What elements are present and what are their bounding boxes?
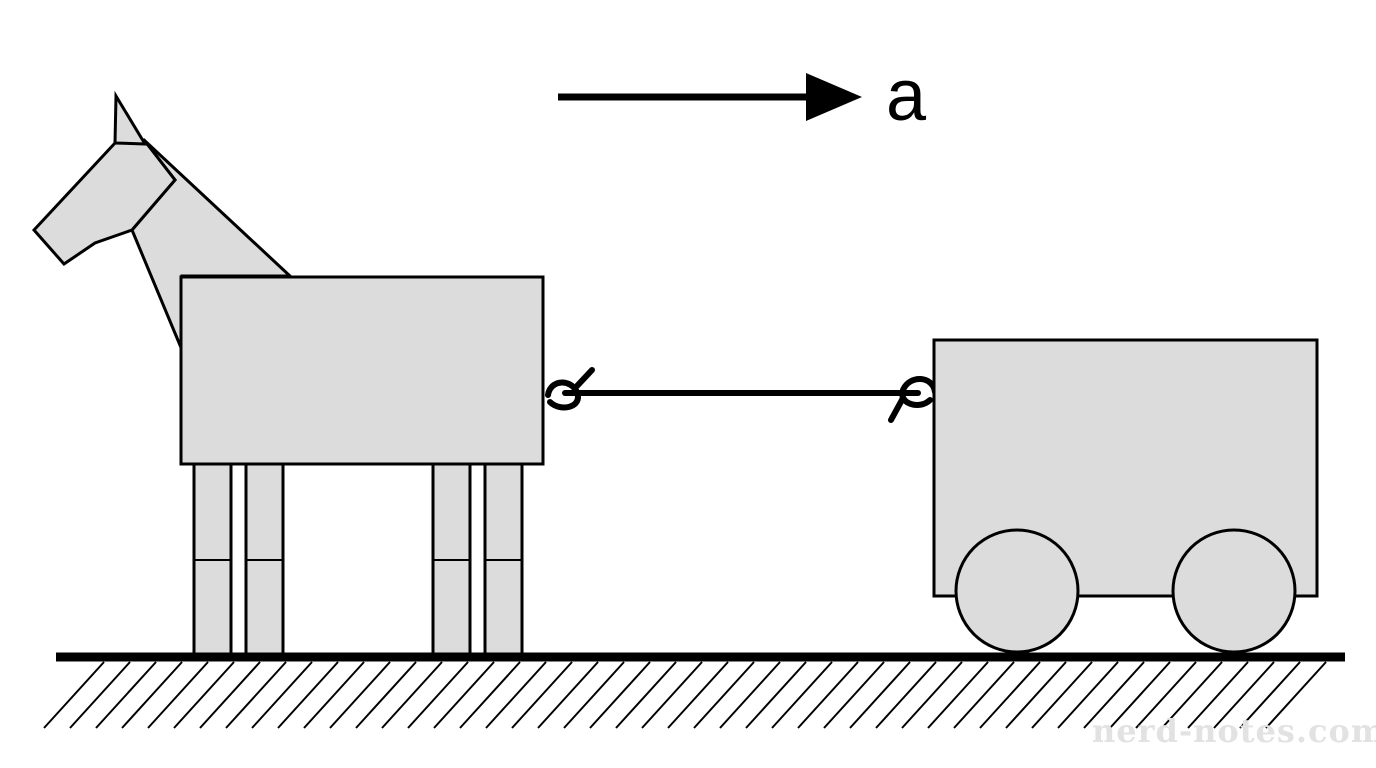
hatch-mark — [1213, 661, 1275, 729]
hatch-mark — [693, 661, 755, 729]
horse-head — [31, 138, 177, 266]
hatch-mark — [797, 661, 859, 729]
hatch-mark — [43, 661, 105, 729]
cart-wheel-back — [1171, 528, 1297, 654]
hatch-mark — [875, 661, 937, 729]
rope-knot-cart-tail — [888, 395, 906, 423]
hatch-mark — [641, 661, 703, 729]
hatch-mark — [251, 661, 313, 729]
rope-knot-horse-tail — [574, 367, 595, 389]
hatch-mark — [511, 661, 573, 729]
hatch-mark — [1031, 661, 1093, 729]
hatch-mark — [355, 661, 417, 729]
hatch-mark — [979, 661, 1041, 729]
hatch-mark — [381, 661, 443, 729]
rope — [545, 367, 938, 423]
hatch-mark — [1135, 661, 1197, 729]
horse-legs — [192, 462, 524, 658]
hatch-mark — [407, 661, 469, 729]
horse-ear — [113, 90, 148, 146]
hatch-mark — [1109, 661, 1171, 729]
hatch-mark — [95, 661, 157, 729]
hatch-mark — [667, 661, 729, 729]
acceleration-label: a — [886, 56, 927, 136]
hatch-mark — [459, 661, 521, 729]
ground-hatching — [43, 661, 1327, 729]
hatch-mark — [1083, 661, 1145, 729]
hatch-mark — [147, 661, 209, 729]
hatch-mark — [277, 661, 339, 729]
acceleration-arrow — [558, 73, 862, 121]
ground — [43, 652, 1345, 729]
hatch-mark — [1265, 661, 1327, 729]
hatch-mark — [1161, 661, 1223, 729]
hatch-mark — [537, 661, 599, 729]
hatch-mark — [225, 661, 287, 729]
hatch-mark — [1005, 661, 1067, 729]
hatch-mark — [1057, 661, 1119, 729]
hatch-mark — [719, 661, 781, 729]
cart — [932, 338, 1319, 654]
hatch-mark — [173, 661, 235, 729]
horse-body — [179, 275, 545, 466]
hatch-mark — [953, 661, 1015, 729]
hatch-mark — [69, 661, 131, 729]
hatch-mark — [745, 661, 807, 729]
hatch-mark — [901, 661, 963, 729]
hatch-mark — [823, 661, 885, 729]
hatch-mark — [771, 661, 833, 729]
horse — [31, 90, 545, 658]
hatch-mark — [589, 661, 651, 729]
arrow-head — [806, 73, 862, 121]
hatch-mark — [563, 661, 625, 729]
hatch-mark — [433, 661, 495, 729]
rope-knot-horse — [545, 379, 581, 411]
hatch-mark — [927, 661, 989, 729]
cart-wheel-front — [954, 528, 1080, 654]
hatch-mark — [849, 661, 911, 729]
hatch-mark — [615, 661, 677, 729]
hatch-mark — [329, 661, 391, 729]
hatch-mark — [199, 661, 261, 729]
hatch-mark — [121, 661, 183, 729]
hatch-mark — [1239, 661, 1301, 729]
hatch-mark — [485, 661, 547, 729]
watermark: nerd-notes.com — [1092, 712, 1376, 750]
hatch-mark — [1187, 661, 1249, 729]
rope-knot-cart — [899, 376, 938, 408]
hatch-mark — [303, 661, 365, 729]
